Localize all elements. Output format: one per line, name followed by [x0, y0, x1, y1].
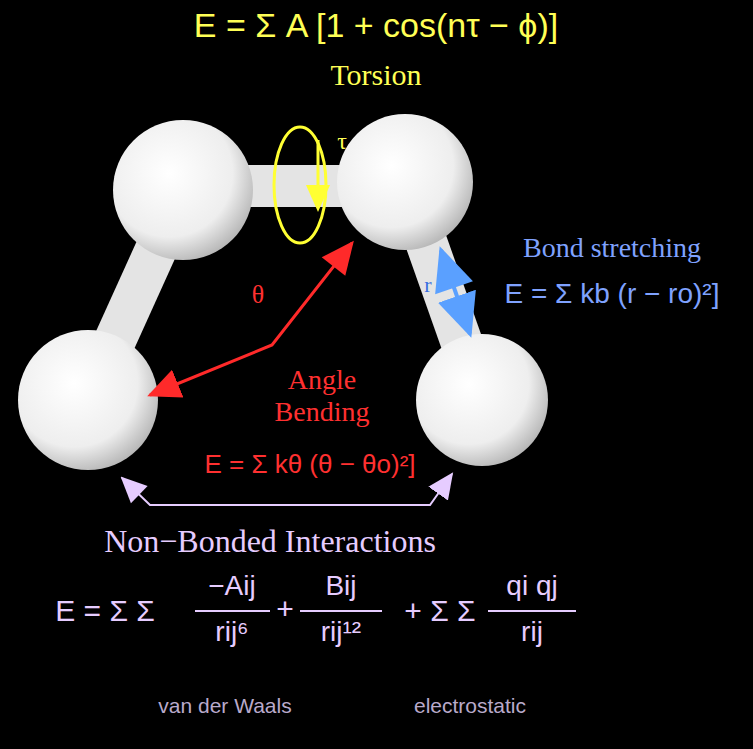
formula-part: + Σ Σ: [404, 594, 475, 629]
formula-part: E = Σ Σ: [55, 594, 155, 629]
torsion-arrow: [317, 140, 320, 200]
term-caption: electrostatic: [414, 694, 526, 718]
stretch-formula: E = Σ kb (r − ro)²]: [505, 278, 720, 310]
bond-length-symbol: r: [424, 272, 431, 297]
formula-denominator: rij¹²: [321, 616, 361, 648]
bending-title: Angle Bending: [252, 364, 392, 428]
torsion-ring: [274, 127, 326, 243]
formula-denominator: rij⁶: [215, 616, 248, 648]
atoms: [18, 114, 548, 470]
torsion-formula: E = Σ A [1 + cos(nτ − ϕ)]: [194, 6, 558, 45]
angle-symbol: θ: [252, 280, 264, 310]
formula-numerator: −Aij: [208, 570, 255, 602]
term-caption: van der Waals: [158, 694, 291, 718]
formula-numerator: Bij: [325, 570, 356, 602]
fraction-bars: [195, 610, 576, 612]
nonbonded-title: Non−Bonded Interactions: [104, 523, 436, 560]
torsion-title: Torsion: [330, 58, 421, 93]
formula-denominator: rij: [521, 616, 543, 648]
formula-numerator: qi qj: [506, 570, 557, 602]
formula-part: +: [276, 592, 294, 627]
stretch-title: Bond stretching: [523, 232, 701, 264]
stretch-arrow: [441, 250, 470, 334]
torsion-symbol: τ: [337, 128, 347, 156]
bending-formula: E = Σ kθ (θ − θo)²]: [204, 450, 415, 480]
